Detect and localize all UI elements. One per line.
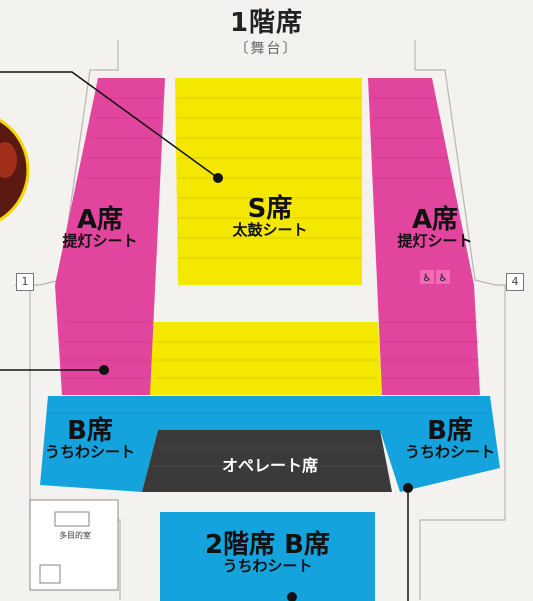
svg-text:♿: ♿ [439, 273, 448, 284]
a-seat-left-label: A席 提灯シート [40, 205, 160, 251]
a-seat-left-sub: 提灯シート [62, 232, 138, 251]
b-seat-band[interactable] [40, 396, 500, 492]
operator-label: オペレート席 [221, 456, 318, 475]
door-left: 1 [16, 273, 34, 291]
s-seat-sub: 太鼓シート [232, 221, 308, 240]
s-seat-area[interactable] [175, 78, 362, 285]
multipurpose-room-label: 多目的室 [59, 531, 91, 540]
a-seat-left-area[interactable] [55, 78, 165, 395]
b-seat-right-sub: うちわシート [404, 443, 495, 462]
second-floor-b-area[interactable] [160, 512, 375, 601]
s-seat-name: S席 [247, 194, 293, 224]
page-title: 1階席 [229, 8, 304, 38]
b-seat-left-name: B席 [67, 416, 113, 446]
second-floor-name: 2階席 B席 [205, 530, 330, 560]
marker-dot-b [403, 483, 413, 493]
b-seat-left-label: B席 うちわシート [30, 416, 150, 462]
b-seat-right-label: B席 うちわシート [390, 416, 510, 462]
a-seat-right-area[interactable] [368, 78, 480, 395]
a-seat-right-label: A席 提灯シート [375, 205, 495, 251]
s-seat-label: S席 太鼓シート [210, 194, 330, 240]
wheelchair-icon: ♿ ♿ [420, 270, 450, 284]
stage-label: 〔舞台〕 [234, 41, 299, 57]
second-floor-sub: うちわシート [222, 557, 313, 576]
s-seat-area-lower[interactable] [148, 322, 382, 395]
marker-dot-2f [287, 592, 297, 601]
a-seat-right-sub: 提灯シート [397, 232, 473, 251]
a-seat-left-name: A席 [76, 205, 124, 235]
multipurpose-room [29, 499, 119, 591]
leader-line-top [0, 71, 219, 179]
b-seat-left-sub: うちわシート [44, 443, 135, 462]
operator-area [142, 430, 392, 492]
a-seat-right-name: A席 [411, 205, 459, 235]
second-floor-label: 2階席 B席 うちわシート [160, 530, 375, 576]
marker-dot-s [213, 173, 223, 183]
door-right: 4 [506, 273, 524, 291]
svg-text:♿: ♿ [423, 273, 432, 284]
b-seat-right-name: B席 [427, 416, 473, 446]
marker-dot-a [99, 365, 109, 375]
